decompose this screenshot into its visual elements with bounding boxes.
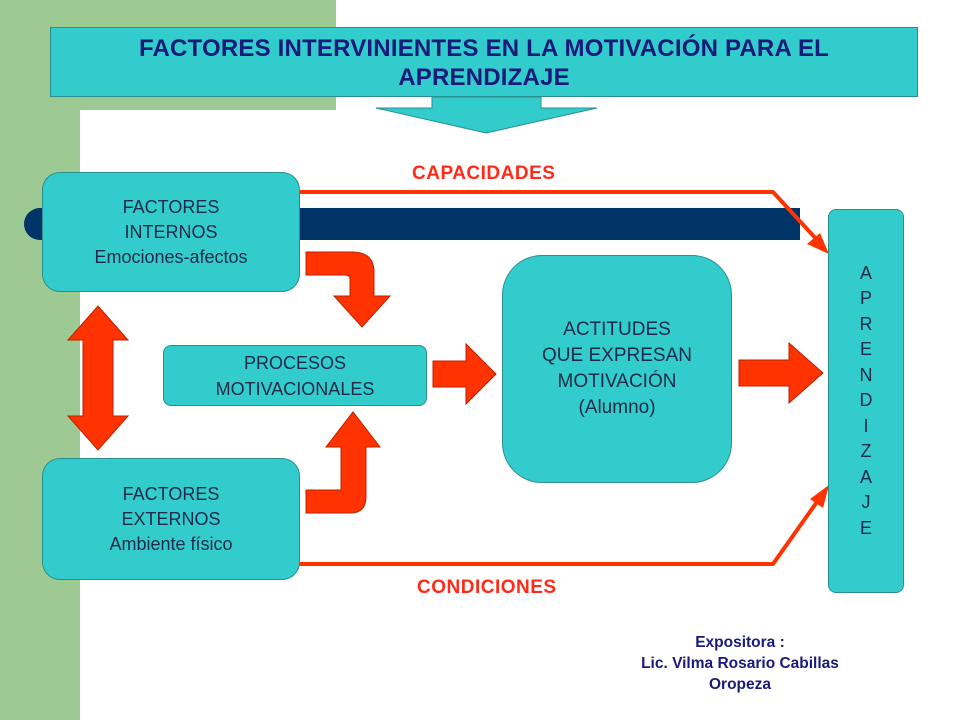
aprendizaje-letter: N	[859, 364, 873, 385]
presenter-credit: Expositora : Lic. Vilma Rosario Cabillas…	[590, 632, 890, 695]
condiciones-arrowhead	[810, 485, 829, 508]
aprendizaje-letter: I	[863, 415, 869, 436]
factores-externos-line-1: FACTORES	[122, 483, 220, 504]
factores-internos-line-1: FACTORES	[122, 196, 220, 217]
curved-up-arrow	[305, 411, 382, 514]
condiciones-line	[298, 497, 821, 566]
factores-internos-line-2: INTERNOS	[124, 221, 218, 242]
title-down-arrow	[375, 96, 598, 134]
procesos-line-1: PROCESOS	[243, 352, 347, 373]
title-line-1: FACTORES INTERVINIENTES EN LA MOTIVACIÓN…	[138, 35, 830, 62]
capacidades-arrowhead	[807, 233, 829, 254]
arrow-procesos-to-actitudes	[432, 342, 497, 406]
aprendizaje-box: A P R E N D I Z A J E	[828, 209, 904, 593]
procesos-motivacionales-box: PROCESOS MOTIVACIONALES	[163, 345, 427, 406]
factores-internos-line-3: Emociones-afectos	[94, 246, 248, 267]
title-line-2: APRENDIZAJE	[398, 64, 570, 91]
actitudes-line-4: (Alumno)	[578, 397, 656, 418]
background-green-band	[0, 0, 80, 720]
aprendizaje-letter: J	[861, 492, 871, 513]
factores-externos-line-3: Ambiente físico	[109, 533, 233, 554]
procesos-line-2: MOTIVACIONALES	[215, 378, 375, 399]
aprendizaje-letter: Z	[860, 441, 872, 462]
credit-line-1: Expositora :	[695, 634, 785, 651]
arrow-actitudes-to-aprendizaje	[738, 341, 824, 405]
credit-line-3: Oropeza	[708, 676, 771, 693]
aprendizaje-letter: A	[859, 466, 872, 487]
diagram-title: FACTORES INTERVINIENTES EN LA MOTIVACIÓN…	[50, 27, 918, 97]
aprendizaje-letter: D	[859, 390, 873, 411]
condiciones-label: CONDICIONES	[417, 577, 557, 598]
factores-externos-line-2: EXTERNOS	[121, 508, 221, 529]
actitudes-box: ACTITUDES QUE EXPRESAN MOTIVACIÓN (Alumn…	[502, 255, 732, 483]
factores-internos-box: FACTORES INTERNOS Emociones-afectos	[42, 172, 300, 292]
aprendizaje-letter: E	[859, 339, 872, 360]
credit-line-2: Lic. Vilma Rosario Cabillas	[641, 655, 839, 672]
aprendizaje-letter: E	[859, 517, 872, 538]
capacidades-label: CAPACIDADES	[412, 163, 556, 184]
aprendizaje-letter: A	[859, 262, 872, 283]
actitudes-line-1: ACTITUDES	[563, 319, 671, 340]
aprendizaje-letter: P	[859, 288, 872, 309]
capacidades-line	[298, 190, 821, 244]
double-vertical-arrow	[66, 305, 130, 451]
factores-externos-box: FACTORES EXTERNOS Ambiente físico	[42, 458, 300, 580]
aprendizaje-letter: R	[859, 313, 873, 334]
actitudes-line-2: QUE EXPRESAN	[542, 345, 692, 366]
actitudes-line-3: MOTIVACIÓN	[557, 371, 677, 392]
curved-down-arrow	[305, 251, 392, 328]
